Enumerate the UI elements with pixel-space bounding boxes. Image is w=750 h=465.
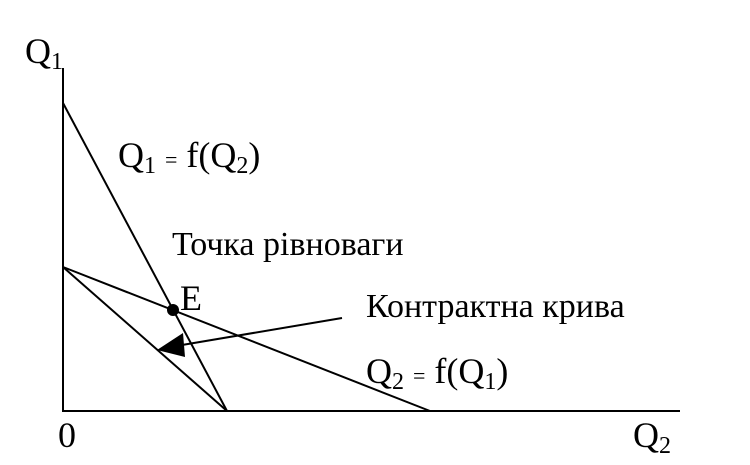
- origin-label: 0: [58, 415, 76, 455]
- equilibrium-point-marker: [167, 304, 179, 316]
- reaction-curve-q2-label: Q2 = f(Q1): [366, 351, 509, 395]
- reaction-curve-q1-label: Q1 = f(Q2): [118, 135, 261, 179]
- contract-curve-arrowhead: [157, 333, 185, 357]
- equilibrium-point-label: E: [180, 278, 202, 318]
- contract-curve-label: Контрактна крива: [366, 288, 625, 325]
- contract-curve: [62, 266, 228, 412]
- y-axis-label-main: Q: [25, 31, 51, 71]
- reaction-curve-q1: [62, 102, 228, 412]
- x-axis-label: Q2: [633, 417, 671, 458]
- y-axis-label: Q1: [25, 33, 63, 74]
- x-axis-label-main: Q: [633, 415, 659, 455]
- x-axis-label-sub: 2: [659, 433, 671, 459]
- contract-curve-pointer-line: [181, 317, 343, 346]
- equilibrium-title: Точка рівноваги: [172, 226, 404, 263]
- y-axis-label-sub: 1: [51, 49, 63, 75]
- reaction-curve-q2: [62, 266, 431, 412]
